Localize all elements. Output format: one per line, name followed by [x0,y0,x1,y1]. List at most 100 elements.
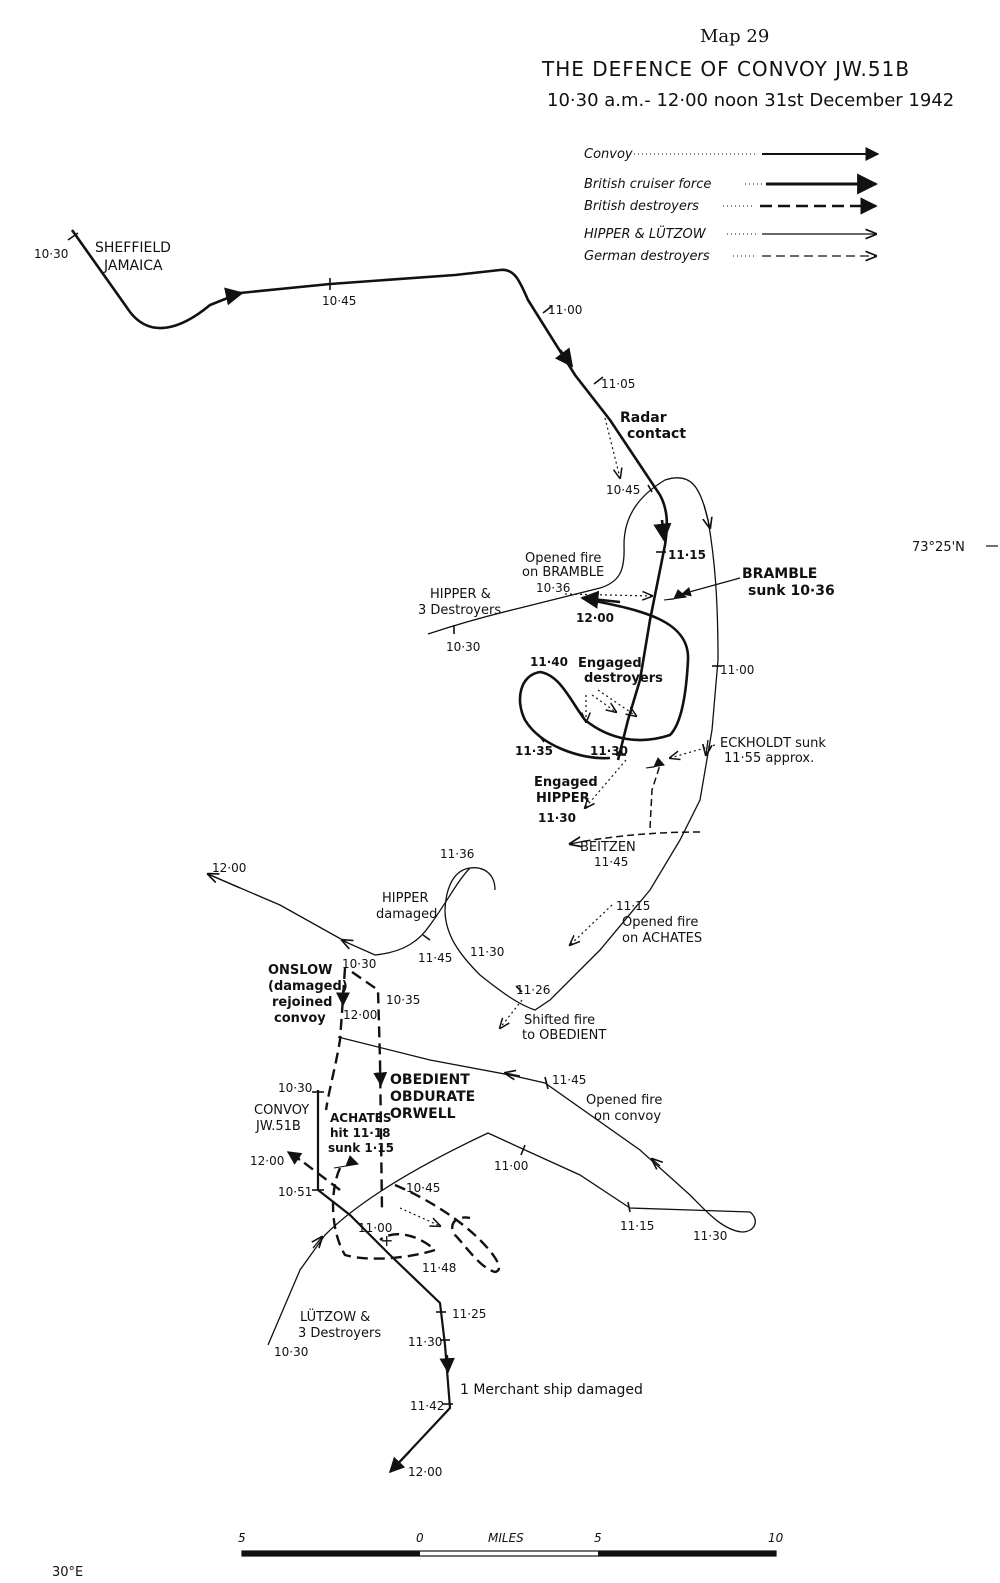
map-number: Map 29 [700,26,769,47]
legend-label-cruisers: British cruiser force [584,177,711,192]
time-x1148: 11·48 [422,1261,456,1275]
legend: Convoy British cruiser force British des… [584,147,880,264]
tick-l1115 [627,1201,631,1213]
tick-c1135 [537,733,545,743]
label-engaged-hipper-2: HIPPER [536,791,590,806]
beitzen-arrow [570,841,586,844]
tick-s1105 [593,376,604,385]
scale-tick-0: 0 [416,1531,424,1545]
time-s1030: 10·30 [34,247,68,261]
time-l1115: 11·15 [620,1219,654,1233]
time-c1125: 11·25 [452,1307,486,1321]
label-radar-2: contact [627,426,686,442]
label-achates-1: ACHATES [330,1111,392,1125]
bramble-pointer [681,577,741,597]
hipper-track [208,477,719,1011]
label-engaged-hipper-1: Engaged [534,775,598,790]
cruiser-dir-1 [224,287,244,306]
label-shifted-fire-2: to OBEDIENT [522,1028,606,1043]
annotations: SHEFFIELD JAMAICA Radar contact Opened f… [95,240,835,1398]
tick-s1100 [542,305,553,314]
label-obedient: OBEDIENT [390,1072,470,1088]
convoy-dir-2 [439,1354,455,1374]
label-convoy-1: CONVOY [254,1103,309,1118]
time-b1045: 10·45 [606,483,640,497]
fire-on-convoy-line [399,1207,440,1226]
time-l1030: 10·30 [274,1345,308,1359]
time-l1100: 11·00 [494,1159,528,1173]
time-h1145: 11·45 [418,951,452,965]
time-c1135: 11·35 [515,744,553,758]
beitzen-track [579,831,701,843]
label-obdurate: OBDURATE [390,1089,475,1105]
time-c1130b: 11·30 [538,811,576,825]
onslow-track [324,967,347,1111]
latitude-label: 73°25'N [912,540,965,555]
time-h1030: 10·30 [446,640,480,654]
label-onslow-1: ONSLOW [268,963,333,978]
tick-h1126 [515,985,523,993]
time-l1045: 10·45 [406,1181,440,1195]
eckholdt-track [649,764,661,829]
longitude-label: 30°E [52,1565,83,1580]
hipper-dir-1 [704,504,710,528]
label-hipper-3d-1: HIPPER & [430,587,491,602]
label-onslow-3: rejoined [272,995,332,1010]
time-h1130: 11·30 [470,945,504,959]
time-b1036: 10·36 [536,581,570,595]
label-opened-fire-achates-1: Opened fire [622,915,698,930]
legend-label-convoy: Convoy [584,147,633,162]
time-c1142: 11·42 [410,1399,444,1413]
bramble-sinking-icon [663,589,688,601]
radar-contact-line [604,417,620,478]
time-h1126: 11·26 [516,983,550,997]
scale-bar-fill-2 [598,1551,776,1556]
time-x1100: 11·00 [358,1221,392,1235]
label-opened-fire-convoy-1: Opened fire [586,1093,662,1108]
time-s1045: 10·45 [322,294,356,308]
time-o1115: 11·15 [616,899,650,913]
label-eckholdt-1: ECKHOLDT sunk [720,736,826,751]
time-v1051: 10·51 [278,1185,312,1199]
time-v1030: 10·30 [278,1081,312,1095]
cruiser-dir-2 [554,347,574,368]
time-l1130: 11·30 [693,1229,727,1243]
label-orwell: ORWELL [390,1106,456,1122]
achates-sinking-icon [333,1155,360,1169]
label-beitzen: BEITZEN [580,840,636,855]
scale-unit: MILES [488,1531,524,1545]
label-bramble-1: BRAMBLE [742,566,817,582]
british-destroyer-arrows [286,990,388,1165]
time-b1200: 12·00 [576,611,614,625]
convoy-track-path [316,1090,452,1471]
hipper-dir-3 [208,874,241,889]
time-c1130c: 11·30 [408,1335,442,1349]
fire-on-bramble-line [564,594,652,596]
tick-s1030 [67,232,79,241]
convoy-track [316,1090,455,1474]
map-title: THE DEFENCE OF CONVOY JW.51B [541,57,910,81]
label-convoy-2: JW.51B [255,1119,301,1134]
achates-cross-icon: + [380,1231,393,1250]
label-opened-fire-convoy-2: on convoy [594,1109,661,1124]
fire-lines [399,417,716,1226]
hipper-dir-2 [706,739,708,755]
engaged-hipper-line [585,759,627,808]
time-c1130: 11·30 [590,744,628,758]
scale-bar: 5 0 MILES 5 10 [238,1531,784,1557]
label-eckholdt-2: 11·55 approx. [724,751,814,766]
time-s1100: 11·00 [548,303,582,317]
achates-loop [331,1167,438,1260]
fire-on-achates-line [570,904,613,945]
label-hipper-damaged-1: HIPPER [382,891,429,906]
legend-label-british-destroyers: British destroyers [584,199,699,214]
label-hipper-damaged-2: damaged [376,907,437,922]
time-h1136: 11·36 [440,847,474,861]
label-opened-fire-achates-2: on ACHATES [622,931,702,946]
lutzow-track [267,1036,756,1346]
time-h1200: 12·00 [212,861,246,875]
label-merchant: 1 Merchant ship damaged [460,1382,643,1398]
obdurate-loop [394,1183,501,1274]
convoy-dir-1 [388,1450,411,1474]
